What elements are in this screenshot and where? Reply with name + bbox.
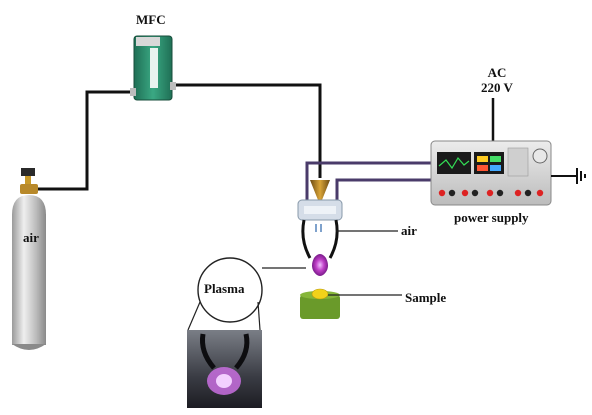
mfc-port-left: [130, 88, 136, 96]
ps-knob: [532, 148, 548, 164]
ps-readout-d: [490, 165, 501, 171]
ps-terminal: [536, 189, 544, 197]
mfc-unit: [130, 35, 176, 101]
mfc-top-cap: [136, 37, 160, 46]
plasma-callout: [187, 257, 263, 408]
ps-terminals: [438, 189, 544, 197]
ps-terminal: [486, 189, 494, 197]
cylinder-body: [12, 214, 46, 345]
reactor-cone: [310, 180, 330, 200]
gas-tubing: [36, 83, 322, 191]
air-inlet-label: air: [401, 223, 417, 238]
ps-terminal: [514, 189, 522, 197]
ps-readout-b: [490, 156, 501, 162]
reactor-electrode-left: [301, 219, 312, 259]
tube-mfc-to-reactor: [171, 83, 322, 178]
power-supply: [430, 140, 552, 206]
ps-terminal: [461, 189, 469, 197]
ps-terminal: [448, 189, 456, 197]
sample-stage: [300, 288, 340, 319]
sample-base: [300, 295, 340, 319]
cylinder-shoulder: [12, 195, 46, 215]
reactor-electrode-right: [328, 219, 339, 259]
ground-symbol: [551, 168, 586, 184]
reactor-holder-inner: [304, 206, 336, 214]
ps-display-trace: [438, 156, 470, 170]
photo-electrode-right: [234, 333, 250, 370]
cylinder-bottom: [12, 344, 46, 350]
callout-line-left: [187, 301, 201, 331]
ac-label: AC: [487, 65, 507, 80]
ps-display-1: [437, 152, 471, 174]
plasma-plume: [312, 254, 328, 276]
tube-cylinder-to-mfc: [36, 90, 135, 191]
ps-terminal: [471, 189, 479, 197]
leader-lines: [262, 230, 402, 296]
power-supply-label: power supply: [454, 210, 529, 225]
photo-plasma-core: [216, 374, 232, 388]
wire-lower: [335, 178, 431, 200]
ps-readout-c: [477, 165, 488, 171]
mfc-label-plate: [150, 48, 158, 88]
air-cylinder-label: air: [23, 230, 39, 245]
gas-cylinder: [12, 168, 46, 350]
ps-terminal: [496, 189, 504, 197]
air-inlet-arrows: [315, 224, 322, 232]
plasma-callout-circle: [197, 257, 263, 323]
ps-terminal: [524, 189, 532, 197]
callout-line-right: [257, 301, 261, 331]
mfc-label: MFC: [136, 12, 166, 27]
plasma-reactor: [297, 180, 343, 276]
mfc-port-right: [170, 82, 176, 90]
wire-upper: [305, 161, 431, 200]
sample-label: Sample: [405, 290, 447, 305]
cylinder-valve-body: [20, 184, 38, 194]
cylinder-valve-top: [21, 168, 35, 176]
plasma-label: Plasma: [204, 281, 245, 296]
ps-readout-a: [477, 156, 488, 162]
ps-keypad: [507, 147, 529, 177]
ps-terminal: [438, 189, 446, 197]
sample-disc: [311, 288, 329, 300]
photo-electrode-left: [200, 333, 216, 370]
electrical-wires: [305, 161, 431, 200]
cylinder-valve-stem: [25, 176, 31, 186]
voltage-label: 220 V: [481, 80, 513, 95]
